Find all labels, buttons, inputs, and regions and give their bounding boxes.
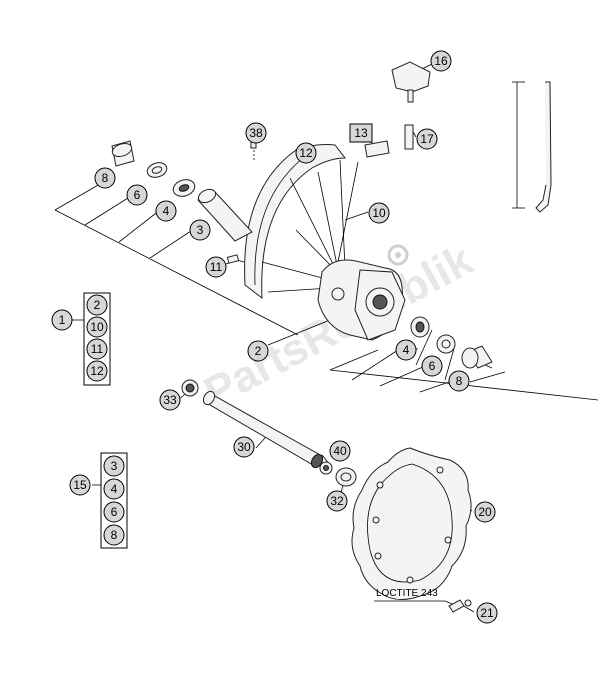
callout-40: 40 [329,440,351,462]
hub-part [317,259,406,341]
callout-38: 38 [245,122,267,144]
svg-text:4: 4 [403,343,410,357]
right-bushing-part [461,345,493,369]
valve-cap-part [391,61,431,103]
svg-text:13: 13 [354,126,368,140]
group-1-item-2: 2 [86,294,108,316]
svg-text:1: 1 [59,313,66,327]
svg-text:2: 2 [255,344,262,358]
group-15-list: 3 4 6 8 [103,455,125,546]
left-bearing-part [172,179,196,197]
group-15-item-8: 8 [103,524,125,546]
callout-21: 21 [476,602,498,624]
svg-text:17: 17 [420,132,434,146]
callout-33: 33 [159,389,181,411]
svg-text:3: 3 [197,223,204,237]
svg-text:10: 10 [372,206,386,220]
callout-8-right: 8 [448,370,470,392]
svg-text:30: 30 [237,440,251,454]
callout-3-left: 3 [189,219,211,241]
svg-text:33: 33 [163,393,177,407]
callout-13: 13 [349,123,373,143]
callout-20: 20 [474,501,496,523]
group-1-item-10: 10 [86,316,108,338]
svg-text:15: 15 [73,478,87,492]
left-bushing-part [111,140,135,167]
svg-text:32: 32 [330,494,344,508]
watermark-gear-icon [387,244,409,266]
callout-6-left: 6 [126,184,148,206]
axle-part [202,390,324,469]
spoke-part [512,81,552,213]
svg-text:6: 6 [429,359,436,373]
svg-text:38: 38 [249,126,263,140]
group-1-label: 10 [90,320,104,334]
callout-16: 16 [430,50,452,72]
callout-12: 12 [295,142,317,164]
callout-15: 15 [69,474,91,496]
loctite-note: LOCTITE 243 [376,588,438,599]
group-15-label: 3 [111,459,118,473]
svg-text:4: 4 [163,204,170,218]
callout-32: 32 [326,490,348,512]
group-1-label: 11 [91,342,104,356]
svg-text:16: 16 [434,54,448,68]
group-1-label: 12 [90,364,104,378]
callout-6-right: 6 [421,355,443,377]
svg-text:12: 12 [299,146,313,160]
group-15-label: 6 [111,505,118,519]
callout-17: 17 [416,128,438,150]
spoke-nipple-part [226,254,240,264]
callout-4-left: 4 [155,200,177,222]
group-1-list: 2 10 11 12 [86,294,108,382]
callout-11: 11 [205,256,227,278]
group-1-item-11: 11 [86,338,108,360]
callout-30: 30 [233,436,255,458]
group-15-item-6: 6 [103,501,125,523]
svg-text:8: 8 [102,171,109,185]
svg-text:11: 11 [210,260,223,274]
svg-text:21: 21 [480,606,494,620]
callout-4-right: 4 [395,339,417,361]
group-15-item-3: 3 [103,455,125,477]
callout-10: 10 [368,202,390,224]
valve-nut-part [404,124,414,150]
rim-part [244,144,347,300]
disc-screw-part [448,599,472,613]
group-1-item-12: 12 [86,360,108,382]
callout-1: 1 [51,309,73,331]
group-15-item-4: 4 [103,478,125,500]
svg-text:8: 8 [456,374,463,388]
axle-clamp-32-part [335,467,357,487]
left-seal-part [146,162,168,178]
right-seal-part [436,334,456,354]
svg-text:20: 20 [478,505,492,519]
axle-seal-33-part [181,379,199,397]
group-15-label: 4 [111,482,118,496]
group-1-label: 2 [94,298,101,312]
svg-text:6: 6 [134,188,141,202]
brake-disc-part [351,447,472,600]
group-15-label: 8 [111,528,118,542]
right-bearing-part [410,316,430,338]
callout-2-hub: 2 [247,340,269,362]
svg-text:40: 40 [333,444,347,458]
callout-8-left: 8 [94,167,116,189]
distance-sleeve-part [197,188,253,242]
rim-tape-part [364,140,390,158]
axle-nut-40-part [319,461,333,475]
